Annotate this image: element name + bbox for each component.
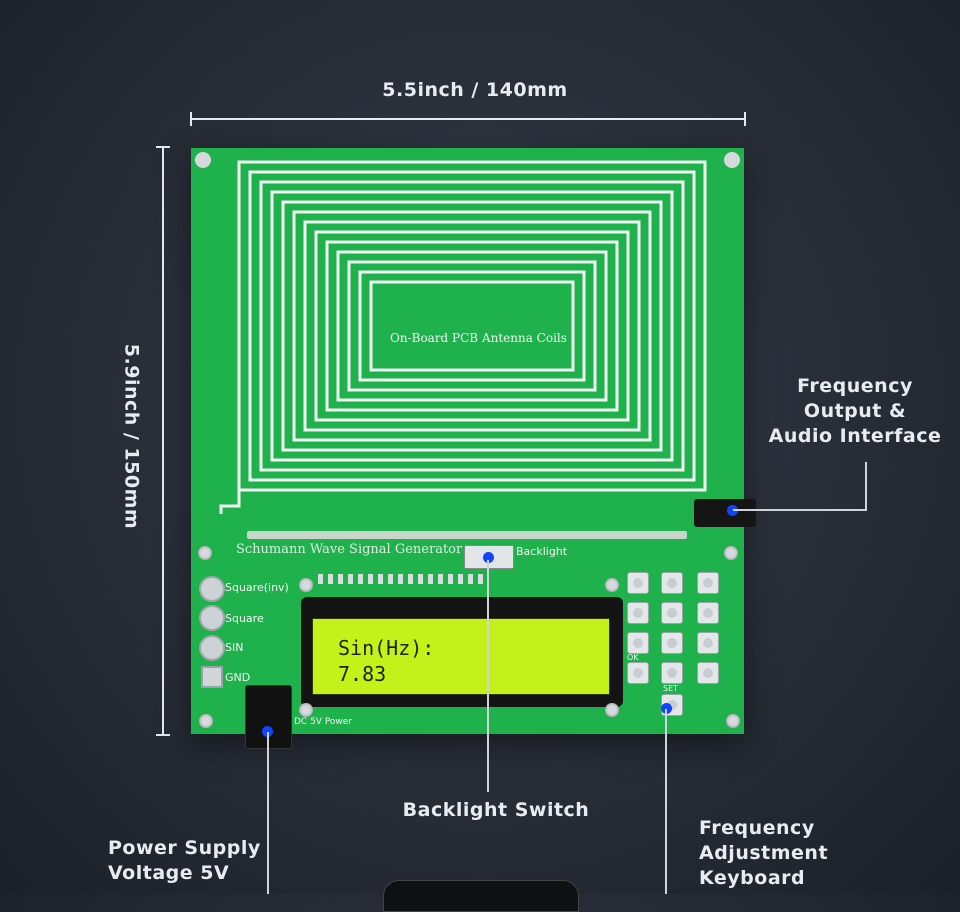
key-9[interactable] xyxy=(697,632,719,654)
lcd-pin-header xyxy=(318,574,486,584)
width-dimension-label: 5.5inch / 140mm xyxy=(382,79,568,101)
board-divider-strip xyxy=(247,531,687,539)
key-5[interactable] xyxy=(661,602,683,624)
callout-keyboard-line-3: Keyboard xyxy=(699,867,806,889)
sin-jack[interactable] xyxy=(199,635,225,661)
callout-frequency-output-line-3: Audio Interface xyxy=(768,425,942,447)
key-label-ok: OK xyxy=(627,653,639,662)
backlight-switch-marker xyxy=(483,552,494,563)
pin-label-gnd: GND xyxy=(225,671,251,684)
lcd-line-1: Sin(Hz): xyxy=(338,636,435,660)
callout-power-supply: Power Supply Voltage 5V xyxy=(108,836,278,886)
callout-frequency-output-line-1: Frequency xyxy=(797,375,913,397)
key-label-set: SET xyxy=(663,684,679,693)
pin-label-sin: SIN xyxy=(225,641,244,654)
callout-frequency-output: Frequency Output & Audio Interface xyxy=(760,374,950,449)
callout-backlight-switch: Backlight Switch xyxy=(402,799,590,821)
callout-line-keyboard xyxy=(665,709,667,894)
mounting-hole-bottom-right xyxy=(726,714,740,728)
antenna-label: On-Board PCB Antenna Coils xyxy=(390,331,567,345)
key-3[interactable] xyxy=(697,572,719,594)
key-2[interactable] xyxy=(661,572,683,594)
keyboard-marker xyxy=(661,703,672,714)
lcd-line-2: 7.83 xyxy=(338,662,387,686)
callout-line-power xyxy=(267,732,269,894)
mounting-hole-top-right xyxy=(724,152,740,168)
lcd-mount-hole-tl xyxy=(299,578,313,592)
key-c[interactable] xyxy=(697,662,719,684)
mounting-hole-mid-right xyxy=(724,546,738,560)
lcd-mount-hole-br xyxy=(605,703,619,717)
width-dimension-line xyxy=(190,118,746,120)
callout-line-freq-output-v xyxy=(865,462,867,510)
height-dimension-line xyxy=(162,146,164,736)
mounting-hole-top-left xyxy=(195,152,211,168)
pin-label-square-inv: Square(inv) xyxy=(225,581,289,594)
bottom-overlay-pill xyxy=(383,880,579,912)
key-6[interactable] xyxy=(697,602,719,624)
callout-frequency-output-line-2: Output & xyxy=(803,400,907,422)
callout-line-freq-output-h xyxy=(733,509,867,511)
callout-keyboard-line-1: Frequency xyxy=(699,817,815,839)
antenna-coils xyxy=(195,152,740,514)
lcd-screen xyxy=(312,618,610,695)
dc-power-label: DC 5V Power xyxy=(294,717,353,727)
width-dimension-tick-left xyxy=(190,112,192,126)
mounting-hole-mid-left xyxy=(198,546,212,560)
callout-power-supply-line-1: Power Supply xyxy=(108,837,261,859)
height-dimension-tick-top xyxy=(156,146,170,148)
key-1[interactable] xyxy=(627,572,649,594)
callout-keyboard: Frequency Adjustment Keyboard xyxy=(699,816,869,891)
backlight-label: Backlight xyxy=(516,545,568,558)
key-4[interactable] xyxy=(627,602,649,624)
callout-line-backlight xyxy=(487,560,489,792)
mounting-hole-bottom-left xyxy=(199,714,213,728)
key-0[interactable] xyxy=(661,662,683,684)
callout-keyboard-line-2: Adjustment xyxy=(699,842,829,864)
board-title: Schumann Wave Signal Generator xyxy=(236,542,463,557)
pin-label-square: Square xyxy=(225,612,264,625)
audio-out-jack[interactable] xyxy=(694,499,756,527)
gnd-pad[interactable] xyxy=(201,666,223,688)
lcd-mount-hole-bl xyxy=(299,703,313,717)
power-supply-marker xyxy=(262,726,273,737)
key-ok[interactable] xyxy=(627,662,649,684)
key-7[interactable] xyxy=(627,632,649,654)
width-dimension-tick-right xyxy=(744,112,746,126)
key-8[interactable] xyxy=(661,632,683,654)
lcd-mount-hole-tr xyxy=(605,578,619,592)
height-dimension-label: 5.9inch / 150mm xyxy=(120,343,143,530)
square-jack[interactable] xyxy=(199,605,225,631)
height-dimension-tick-bottom xyxy=(156,734,170,736)
audio-jack-marker xyxy=(727,505,738,516)
callout-power-supply-line-2: Voltage 5V xyxy=(108,862,230,884)
square-inv-jack[interactable] xyxy=(199,576,225,602)
